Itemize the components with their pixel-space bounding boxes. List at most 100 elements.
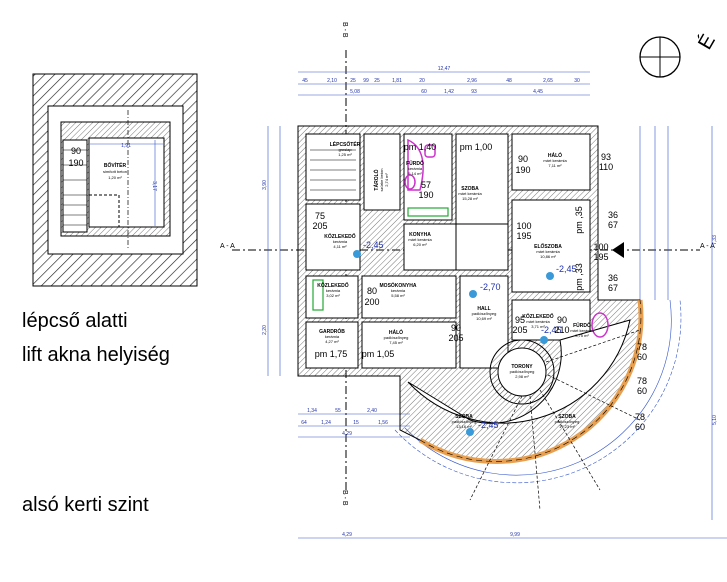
north-label: É (693, 30, 720, 53)
parapets-5: pm ,33 (574, 263, 584, 291)
fixtures (310, 138, 609, 338)
dimensions-top_chain-1: 2,10 (327, 78, 337, 84)
dimensions-top_chain-3: 99 (363, 78, 369, 84)
openings-12-h: 60 (637, 352, 647, 362)
rooms-16-area: 13,16 m² (456, 424, 472, 429)
rooms-17-area: 17,23 m² (559, 424, 575, 429)
rooms-15-finish: padlószőnyeg (510, 369, 535, 374)
level-marker-icon (466, 428, 474, 436)
rooms-17-name: SZOBA (558, 414, 576, 420)
level-marker-icon (546, 272, 554, 280)
dimensions-top_chain-8: 48 (506, 78, 512, 84)
inset-dim-width: 1,91 (121, 143, 131, 149)
openings-11-h: 210 (554, 325, 569, 335)
axis-aa-right: A - A (700, 243, 715, 250)
rooms-9-finish: kerámia (391, 288, 406, 293)
dimensions-bottom_chain3-0: 4,29 (342, 431, 352, 437)
parapets-4: pm ,35 (574, 206, 584, 234)
rooms-1-finish: szürke beton (379, 169, 384, 192)
dimensions-top_chain-5: 1,81 (392, 78, 402, 84)
dimensions-top_chain-7: 2,96 (467, 78, 477, 84)
dimensions-bottom_chain2-0: 64 (301, 420, 307, 426)
rooms-4-area: 6,20 m² (413, 242, 427, 247)
dimensions-top_chain-0: 45 (302, 78, 308, 84)
dimensions-top_chain2-2: 1,42 (444, 89, 454, 95)
rooms-8-finish: kerámia (326, 288, 341, 293)
openings-11-w: 90 (557, 315, 567, 325)
rooms-16-name: SZOBA (455, 414, 473, 420)
dimensions-bottom_chain1-2: 2,40 (367, 408, 377, 414)
dimensions-right-1: 5,10 (712, 415, 718, 425)
dimension-labels: 12,47 45 2,10 25 99 25 1,81 20 2,96 48 2… (262, 66, 718, 538)
dimensions-bottom_chain2-2: 15 (353, 420, 359, 426)
rooms-17-finish: padlószőnyeg (555, 419, 580, 424)
rooms-10-finish: padlószőnyeg (472, 311, 497, 316)
openings-2-h: 205 (312, 221, 327, 231)
openings-8-w: 80 (367, 286, 377, 296)
dimensions-left-0: 3,90 (262, 180, 268, 190)
dimensions-top_chain-4: 25 (374, 78, 380, 84)
rooms-15-area: 2,98 m² (515, 374, 529, 379)
rooms-5-name: KÖZLEKEDŐ (324, 233, 356, 240)
openings-13-h: 60 (637, 386, 647, 396)
parapets-2: pm 1,75 (315, 349, 348, 359)
levels-3: -2,45 (541, 325, 562, 335)
rooms-3-finish: márt kerámia (458, 191, 482, 196)
rooms-4-name: KONYHA (409, 232, 431, 238)
openings-12-w: 78 (637, 342, 647, 352)
dimensions-top_total: 12,47 (438, 66, 451, 72)
dimensions-top_chain2-4: 4,45 (533, 89, 543, 95)
rooms-4-finish: márt kerámia (408, 237, 432, 242)
level-marker-icon (540, 336, 548, 344)
openings-0-h: 190 (515, 165, 530, 175)
openings-3-w: 100 (516, 221, 531, 231)
dimensions-top_chain-2: 25 (350, 78, 356, 84)
parapet-labels: pm 1,40 pm 1,00 pm 1,75 pm 1,05 pm ,35 p… (315, 142, 584, 359)
axis-aa-left: A - A (220, 243, 235, 250)
levels-2: -2,70 (480, 282, 501, 292)
note-level-name: alsó kerti szint (22, 494, 149, 516)
cabinet-icon (312, 279, 324, 311)
inset-opening-height: 190 (68, 158, 83, 168)
openings-3-h: 195 (516, 231, 531, 241)
kitchen-counter-icon (407, 207, 449, 217)
rooms-2-area: 5,14 m² (408, 171, 422, 176)
openings-0-w: 90 (518, 154, 528, 164)
dimensions-bottom_total-0: 4,29 (342, 532, 352, 538)
rooms-0-area: 1,25 m² (338, 152, 352, 157)
note-lift-shaft: lift akna helyiség (22, 344, 170, 366)
dimensions-top_chain-6: 20 (419, 78, 425, 84)
rooms-12-name: HÁLÓ (389, 328, 403, 336)
rooms-7-area: 10,86 m² (540, 254, 556, 259)
levels-0: -2,45 (363, 240, 384, 250)
level-marker-icon (353, 250, 361, 258)
dimensions-bottom_chain2-3: 1,56 (378, 420, 388, 426)
levels-1: -2,45 (556, 264, 577, 274)
rooms-0-name: LÉPCSŐTÉR (330, 140, 361, 148)
rooms-11-finish: kerámia (325, 334, 340, 339)
dimension-lines (267, 71, 727, 539)
level-markers: -2,45 -2,45 -2,70 -2,45 -2,45 (353, 240, 577, 436)
rooms-14-name: FÜRDŐ (573, 322, 591, 329)
openings-13-w: 78 (637, 376, 647, 386)
rooms-14-area: 3,75 m² (575, 333, 589, 338)
dimensions-top_chain-9: 2,65 (543, 78, 553, 84)
dimensions-top_chain2-1: 60 (421, 89, 427, 95)
inset-plan: 1,91 3,17 90 190 BŐVÍTÉR simított beton … (32, 73, 198, 287)
rooms-2-name: FÜRDŐ (406, 160, 424, 167)
rooms-6-name: HÁLÓ (548, 151, 562, 159)
openings-4-h: 110 (599, 162, 613, 172)
